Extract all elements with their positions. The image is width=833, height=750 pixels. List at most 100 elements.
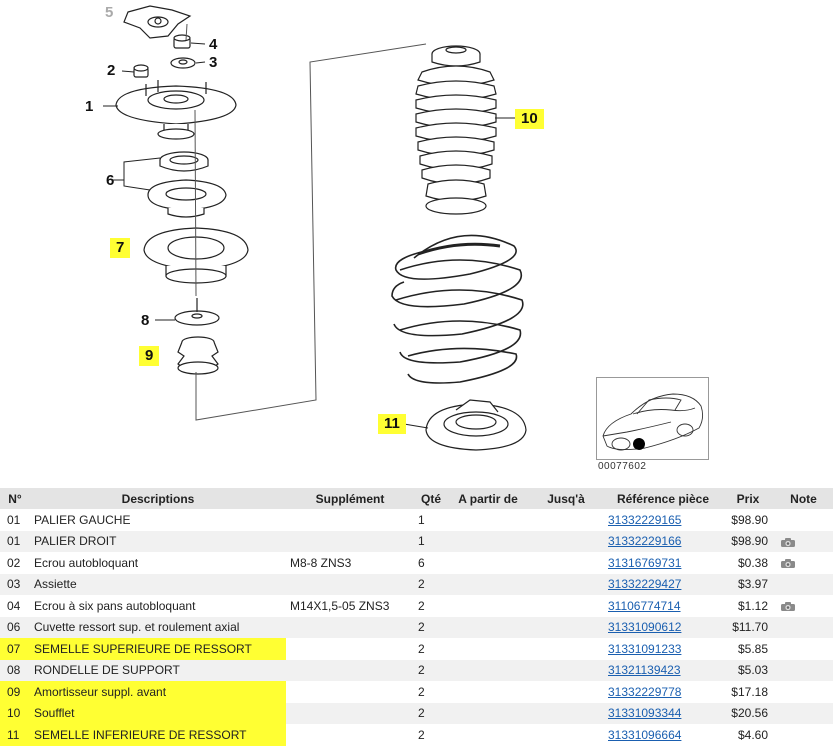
part-3-washer: [170, 57, 196, 69]
row-quantity: 1: [414, 530, 448, 552]
thumbnail-code: 00077602: [598, 461, 647, 472]
part-reference-link[interactable]: 31331096664: [608, 727, 682, 742]
row-note: [774, 702, 833, 724]
callout-2: 2: [107, 62, 116, 79]
row-supplement: [286, 681, 414, 703]
row-to: [528, 681, 604, 703]
callout-9: 9: [139, 346, 160, 366]
part-reference-link[interactable]: 31332229166: [608, 534, 682, 549]
row-from: [448, 595, 528, 617]
row-from: [448, 530, 528, 552]
row-quantity: 2: [414, 616, 448, 638]
part-reference-link[interactable]: 31321139423: [608, 663, 681, 678]
row-to: [528, 659, 604, 681]
part-reference-link[interactable]: 31331091233: [608, 641, 682, 656]
camera-icon[interactable]: [780, 556, 796, 570]
row-price: $17.18: [722, 681, 774, 703]
row-price: $98.90: [722, 509, 774, 531]
part-reference-link[interactable]: 31332229427: [608, 577, 682, 592]
row-reference: 31331090612: [604, 616, 722, 638]
row-price: $20.56: [722, 702, 774, 724]
table-header-row: N° Descriptions Supplément Qté A partir …: [0, 488, 833, 509]
part-11-lower-spring-pad: [425, 399, 527, 451]
row-price: $0.38: [722, 552, 774, 574]
row-supplement: [286, 638, 414, 660]
row-note: [774, 552, 833, 574]
row-reference: 31332229166: [604, 530, 722, 552]
row-reference: 31316769731: [604, 552, 722, 574]
row-note: [774, 724, 833, 746]
callout-7: 7: [110, 238, 131, 258]
row-description: SEMELLE INFERIEURE DE RESSORT: [30, 724, 286, 746]
part-reference-link[interactable]: 31331090612: [608, 620, 682, 635]
row-note: [774, 573, 833, 595]
row-to: [528, 702, 604, 724]
callout-4: 4: [209, 36, 218, 53]
vehicle-location-thumbnail: [596, 377, 709, 460]
row-to: [528, 638, 604, 660]
col-header-from: A partir de: [448, 488, 528, 509]
diagram-drawing: [103, 5, 527, 451]
row-reference: 31332229165: [604, 509, 722, 531]
row-reference: 31331093344: [604, 702, 722, 724]
part-reference-link[interactable]: 31316769731: [608, 555, 682, 570]
row-from: [448, 552, 528, 574]
callout-3: 3: [209, 54, 218, 71]
coil-spring: [391, 234, 524, 384]
row-supplement: [286, 702, 414, 724]
row-number: 01: [0, 530, 30, 552]
camera-icon[interactable]: [780, 534, 796, 548]
row-price: $3.97: [722, 573, 774, 595]
row-number: 11: [0, 724, 30, 746]
col-header-note: Note: [774, 488, 833, 509]
part-1-bearing: [115, 80, 237, 140]
callout-5: 5: [105, 4, 114, 21]
row-number: 02: [0, 552, 30, 574]
row-description: Amortisseur suppl. avant: [30, 681, 286, 703]
row-description: Cuvette ressort sup. et roulement axial: [30, 616, 286, 638]
row-to: [528, 552, 604, 574]
row-price: $1.12: [722, 595, 774, 617]
part-reference-link[interactable]: 31331093344: [608, 706, 682, 721]
row-quantity: 2: [414, 573, 448, 595]
row-reference: 31321139423: [604, 659, 722, 681]
row-reference: 31332229778: [604, 681, 722, 703]
row-from: [448, 724, 528, 746]
part-6-spring-cup: [147, 151, 227, 218]
camera-icon[interactable]: [780, 599, 796, 613]
row-price: $98.90: [722, 530, 774, 552]
row-quantity: 2: [414, 595, 448, 617]
row-to: [528, 595, 604, 617]
col-header-to: Jusq'à: [528, 488, 604, 509]
row-supplement: [286, 509, 414, 531]
row-note: [774, 681, 833, 703]
row-from: [448, 681, 528, 703]
row-from: [448, 702, 528, 724]
row-note: [774, 616, 833, 638]
row-description: SEMELLE SUPERIEURE DE RESSORT: [30, 638, 286, 660]
part-reference-link[interactable]: 31106774714: [608, 598, 681, 613]
row-note: [774, 595, 833, 617]
row-description: Ecrou à six pans autobloquant: [30, 595, 286, 617]
parts-table: N° Descriptions Supplément Qté A partir …: [0, 488, 833, 746]
row-description: Soufflet: [30, 702, 286, 724]
row-supplement: [286, 616, 414, 638]
row-number: 01: [0, 509, 30, 531]
part-reference-link[interactable]: 31332229778: [608, 684, 682, 699]
row-number: 10: [0, 702, 30, 724]
part-9-bump-stop: [177, 336, 219, 375]
part-8-support-washer: [174, 298, 220, 326]
col-header-reference: Référence pièce: [604, 488, 722, 509]
callout-8: 8: [141, 312, 150, 329]
row-description: RONDELLE DE SUPPORT: [30, 659, 286, 681]
part-reference-link[interactable]: 31332229165: [608, 512, 682, 527]
row-to: [528, 530, 604, 552]
row-note: [774, 509, 833, 531]
row-number: 08: [0, 659, 30, 681]
